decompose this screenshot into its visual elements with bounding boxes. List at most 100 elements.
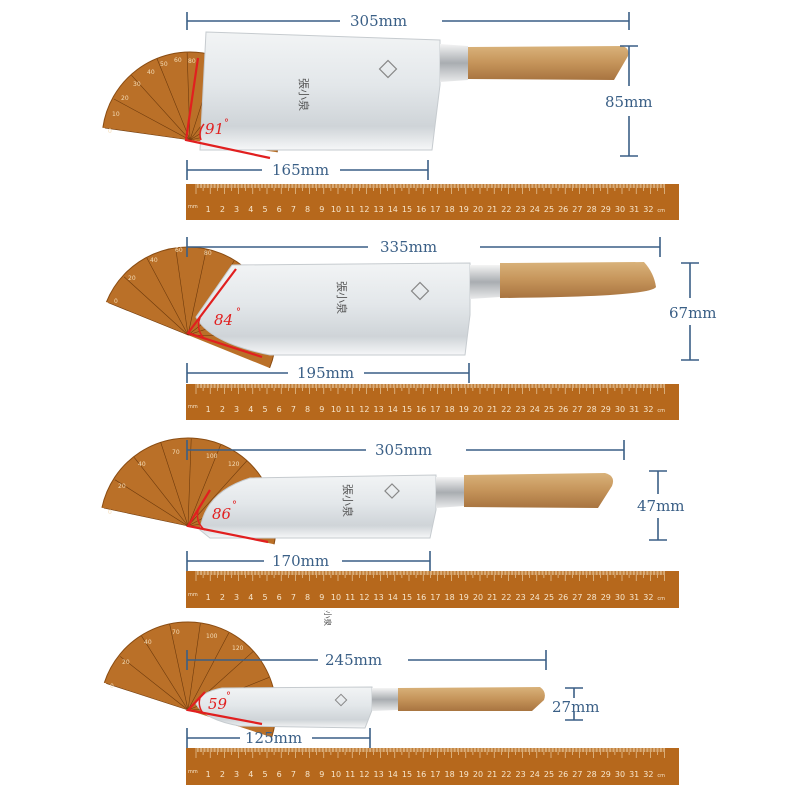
ruler-number: 12 (359, 770, 369, 779)
protractor-number: 50 (160, 61, 168, 68)
ruler-number: 3 (234, 205, 239, 214)
ruler-number: 5 (262, 593, 267, 602)
protractor-number: 70 (172, 629, 180, 636)
angle-arc (198, 697, 204, 714)
ruler-unit-start: mm (188, 769, 198, 775)
ruler-ticks (195, 184, 665, 194)
brand-logo-text: 張小泉 (341, 484, 355, 517)
brand-logo-text: 張小泉 (335, 281, 349, 314)
ruler (186, 748, 679, 785)
ruler-number: 6 (277, 405, 282, 414)
ruler-number: 23 (516, 593, 526, 602)
ruler-number: 6 (277, 593, 282, 602)
ruler-number: 12 (359, 205, 369, 214)
protractor-number: 30 (133, 81, 141, 88)
ruler-number: 9 (319, 770, 324, 779)
ruler-number: 28 (587, 405, 597, 414)
knife-handle (398, 687, 545, 711)
ruler-number: 20 (473, 770, 483, 779)
ruler (186, 571, 679, 608)
protractor-number: 120 (232, 645, 244, 652)
brand-emblem-icon (410, 281, 430, 301)
ruler-number: 20 (473, 405, 483, 414)
angle-lines (186, 489, 269, 544)
blade-length-label: 195mm (297, 364, 354, 382)
ruler-number: 7 (291, 770, 296, 779)
ruler-number: 29 (601, 770, 611, 779)
ruler-number: 9 (319, 593, 324, 602)
ruler-number: 31 (629, 770, 639, 779)
ruler-number: 20 (473, 593, 483, 602)
blade-angle: 59 (208, 695, 228, 713)
protractor-number: 100 (206, 633, 218, 640)
ruler-number: 8 (305, 770, 310, 779)
brand-logo-text: 張小泉 (297, 78, 311, 111)
angle-lines (186, 268, 263, 359)
ruler-number: 22 (501, 405, 511, 414)
knife-bolster (470, 265, 500, 299)
ruler-number: 11 (345, 405, 355, 414)
ruler-number: 7 (291, 205, 296, 214)
ruler-ticks (195, 571, 665, 581)
ruler-number: 19 (459, 405, 469, 414)
ruler-number: 28 (587, 770, 597, 779)
ruler-number: 4 (248, 770, 253, 779)
knife-panel-1: 0 10 20 30 40 50 60 80 張小泉 91 ° 305mm 85… (0, 0, 800, 225)
ruler-number: 9 (319, 205, 324, 214)
ruler-number: 1 (206, 205, 211, 214)
total-length-label: 305mm (375, 441, 432, 459)
ruler-number: 28 (587, 593, 597, 602)
ruler-number: 22 (501, 593, 511, 602)
blade-length-label: 170mm (272, 552, 329, 570)
ruler-number: 17 (430, 593, 440, 602)
ruler-number: 30 (615, 593, 625, 602)
ruler-number: 5 (262, 405, 267, 414)
knife-panel-3-drawing: 0 20 40 70 100 120 張小泉 86 ° 305mm 47mm 1… (101, 437, 685, 608)
height-label: 47mm (637, 497, 685, 515)
ruler-number: 16 (416, 593, 426, 602)
degree-symbol: ° (236, 307, 241, 318)
ruler-number: 24 (530, 770, 540, 779)
ruler-number: 2 (220, 205, 225, 214)
ruler-number: 3 (234, 405, 239, 414)
ruler-number: 17 (430, 770, 440, 779)
ruler-number: 26 (558, 593, 568, 602)
ruler-number: 23 (516, 770, 526, 779)
knife-bolster (440, 44, 468, 82)
ruler-number: 25 (544, 405, 554, 414)
ruler-number: 21 (487, 770, 497, 779)
ruler-number: 25 (544, 593, 554, 602)
knife-handle (468, 46, 629, 80)
ruler-number: 2 (220, 770, 225, 779)
brand-logo-text: 張小泉 (323, 610, 333, 626)
ruler-number: 14 (388, 593, 398, 602)
knife-panel-4: 0 20 40 70 100 120 張小泉 59 ° 245mm 27mm 1… (0, 610, 800, 800)
height-label: 85mm (605, 93, 653, 111)
ruler-unit-end: cm (657, 408, 665, 414)
ruler-number: 4 (248, 593, 253, 602)
ruler-number: 32 (643, 405, 653, 414)
protractor-number: 40 (138, 461, 146, 468)
knife-blade (199, 31, 441, 151)
ruler-number: 3 (234, 593, 239, 602)
ruler-ticks (195, 748, 665, 758)
ruler-number: 30 (615, 205, 625, 214)
ruler (186, 184, 679, 220)
ruler-number: 14 (388, 405, 398, 414)
height-label: 27mm (552, 698, 600, 716)
ruler-number: 18 (445, 770, 455, 779)
ruler-number: 26 (558, 770, 568, 779)
ruler-number: 14 (388, 205, 398, 214)
ruler-unit-start: mm (188, 592, 198, 598)
ruler-number: 31 (629, 593, 639, 602)
protractor-number: 70 (172, 449, 180, 456)
ruler-number: 30 (615, 770, 625, 779)
ruler-number: 8 (305, 405, 310, 414)
ruler-number: 11 (345, 770, 355, 779)
angle-lines (184, 57, 271, 160)
ruler-number: 13 (374, 770, 384, 779)
ruler-number: 24 (530, 405, 540, 414)
ruler-number: 20 (473, 205, 483, 214)
knife-blade (199, 474, 437, 539)
